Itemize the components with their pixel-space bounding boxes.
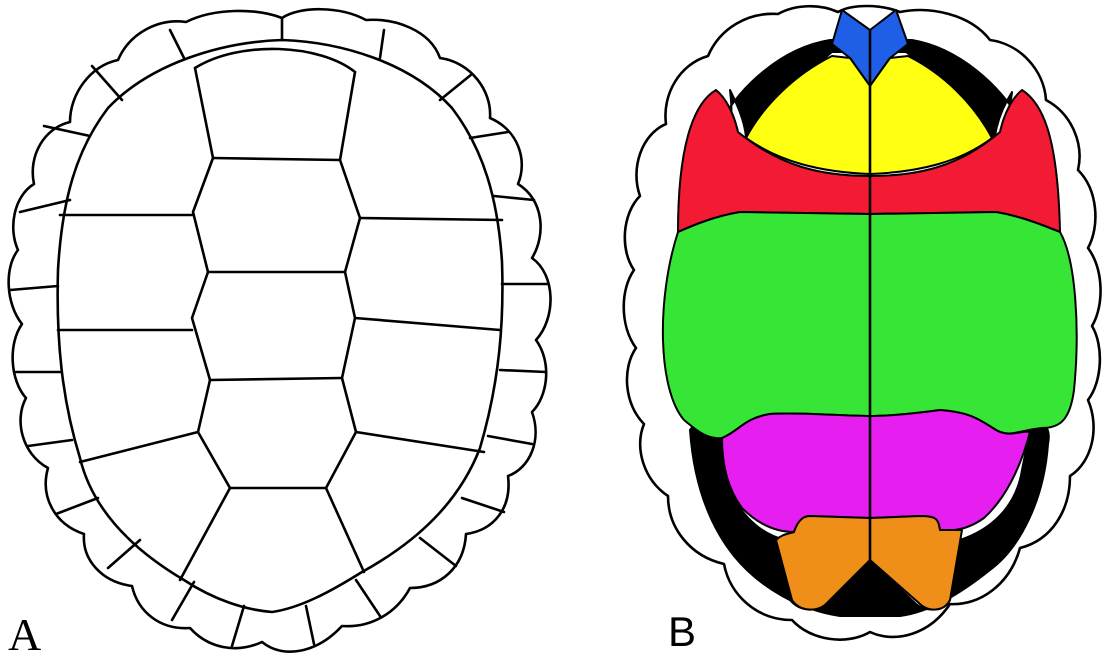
panel-label-a: A [8, 609, 41, 660]
panel-label-b: B [668, 608, 696, 655]
panel-a-carapace: A [8, 9, 551, 660]
panel-b-plastron: B [624, 6, 1101, 655]
femoral-region [722, 410, 1030, 532]
carapace-inner-border [58, 40, 503, 612]
marginal-scute-separators [10, 18, 548, 646]
central-scute-lines [58, 49, 502, 580]
